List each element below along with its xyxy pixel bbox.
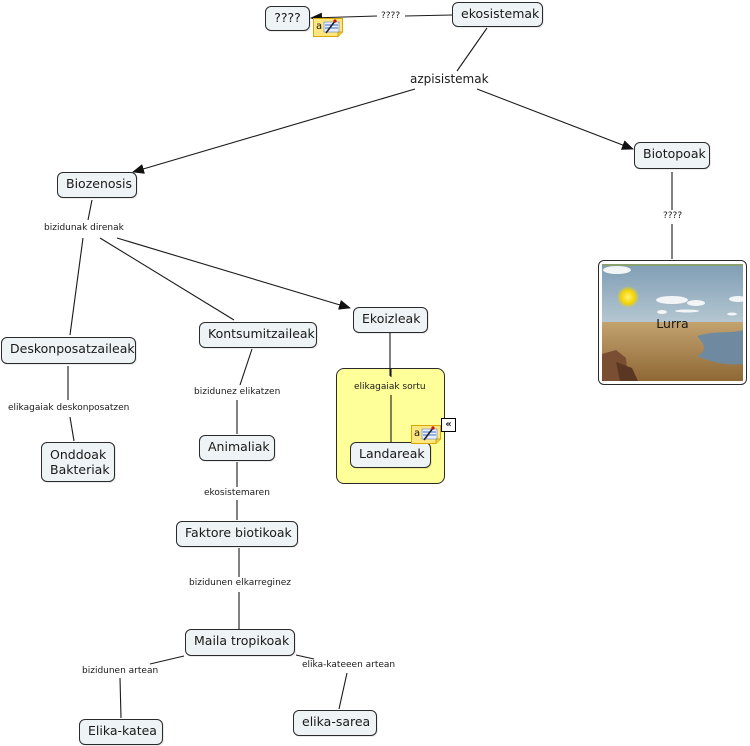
link-label-bizidunen-artean: bizidunen artean: [80, 666, 161, 677]
node-ekoizleak[interactable]: Ekoizleak: [353, 307, 428, 333]
link-kontsu-label: [239, 348, 253, 386]
group-inner-line: [390, 369, 392, 442]
link-biozenosis-label: [87, 199, 93, 221]
node-elika-sarea[interactable]: elika-sarea: [293, 710, 377, 736]
link-ekosistemak-label: [404, 14, 453, 17]
node-ekosistemak[interactable]: ekosistemak: [452, 2, 543, 27]
node-elika-katea[interactable]: Elika-katea: [79, 719, 163, 745]
node-deskonposatzaileak[interactable]: Deskonposatzaileak: [1, 337, 136, 364]
landscape-image: Lurra: [602, 264, 743, 381]
link-maila-label-right: [295, 654, 315, 660]
link-label-elikasarea: [338, 672, 348, 710]
link-label-ekoizleak: [116, 237, 351, 310]
link-label-bizidunak-direnak: bizidunak direnak: [42, 223, 126, 234]
link-label-biotopoak-lurra: ????: [661, 211, 685, 222]
link-label-ekosistemaren: ekosistemaren: [202, 488, 272, 499]
svg-text:a: a: [316, 21, 322, 32]
link-maila-label-left: [149, 655, 185, 665]
node-faktore-biotikoak[interactable]: Faktore biotikoak: [176, 521, 298, 547]
node-lurra-image[interactable]: Lurra: [598, 260, 747, 385]
link-label-elikagaiak-deskonposatzen: elikagaiak deskonposatzen: [6, 403, 132, 414]
link-label-onddoak: [69, 416, 75, 442]
annotation-note-icon[interactable]: a: [411, 425, 441, 444]
link-azpisistemak-biotopoak: [476, 88, 634, 150]
link-azpisistemak-biozenosis: [132, 88, 416, 174]
landscape-illustration: [602, 264, 743, 381]
lurra-caption: Lurra: [656, 316, 689, 331]
link-label-deskonposatzaileak: [69, 237, 84, 336]
collapse-double-chevron-icon[interactable]: «: [441, 418, 456, 432]
node-maila-tropikoak[interactable]: Maila tropikoak: [185, 629, 295, 656]
svg-text:a: a: [414, 428, 420, 439]
link-label-elika-kateeen-artean: elika-kateeen artean: [300, 660, 398, 671]
node-biotopoak[interactable]: Biotopoak: [634, 142, 710, 169]
link-label-kontsumitzaileak: [99, 237, 235, 321]
link-label-bizidunez-elikatzen: bizidunez elikatzen: [192, 387, 283, 398]
node-unknown[interactable]: ????: [265, 6, 310, 31]
node-onddoak-bakteriak[interactable]: Onddoak Bakteriak: [41, 442, 115, 482]
link-label-azpisistemak: azpisistemak: [408, 72, 491, 86]
node-animaliak[interactable]: Animaliak: [199, 435, 275, 461]
link-label-elikagaiak-sortu: elikagaiak sortu: [352, 382, 428, 393]
link-label-unknown: [310, 12, 378, 23]
node-biozenosis[interactable]: Biozenosis: [57, 172, 137, 198]
node-landareak[interactable]: Landareak: [350, 442, 431, 468]
link-label-bizidunen-elkarreginez: bizidunen elkarreginez: [187, 578, 294, 589]
annotation-note-icon[interactable]: a: [313, 18, 343, 37]
link-label-elikakatea: [119, 677, 122, 719]
link-ekosistemak-azpisistemak: [456, 27, 488, 72]
link-label-ekosistemak-unknown: ????: [379, 11, 403, 22]
node-kontsumitzaileak[interactable]: Kontsumitzaileak: [199, 322, 317, 348]
